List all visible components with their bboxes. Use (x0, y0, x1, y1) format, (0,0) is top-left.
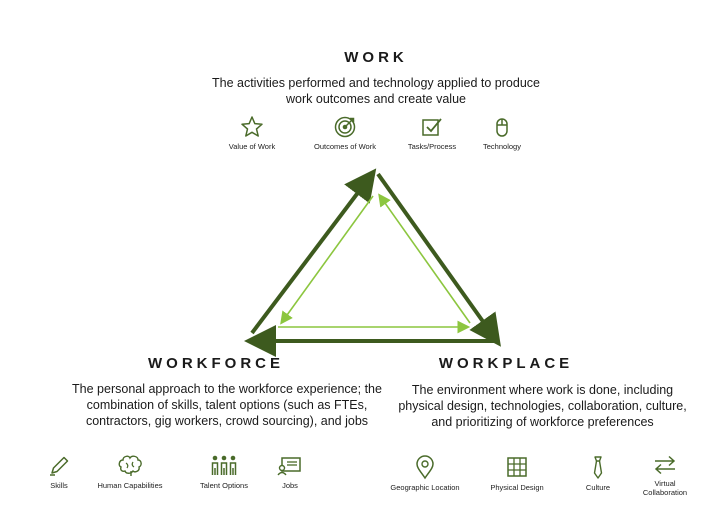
workforce-heading: WORKFORCE (148, 355, 284, 372)
work-heading: WORK (344, 49, 408, 66)
id-card-icon (277, 457, 301, 476)
workforce-description: The personal approach to the workforce e… (72, 382, 382, 428)
workplace-heading: WORKPLACE (438, 355, 574, 372)
swap-arrows-icon (654, 455, 676, 475)
target-icon (334, 116, 356, 138)
workforce-icon-jobs: Jobs (235, 454, 345, 490)
icon-label: Culture (585, 483, 611, 492)
workplace-icon-culture: Culture (543, 454, 653, 492)
workforce-icon-skills: Skills (4, 454, 114, 490)
arrow-work-to-workforce-inner (280, 195, 374, 325)
icon-label: Virtual Collaboration (642, 479, 688, 497)
arrow-workplace-to-work-inner (378, 193, 471, 324)
icon-label: Technology (483, 142, 521, 151)
tie-icon (593, 456, 603, 479)
icon-label: Skills (50, 481, 68, 490)
work-icon-technology: Technology (447, 115, 557, 151)
workplace-icon-geographic-location: Geographic Location (370, 454, 480, 492)
icon-label: Physical Design (490, 483, 544, 492)
workplace-icon-virtual-collaboration: Virtual Collaboration (610, 454, 720, 497)
work-icon-outcomes: Outcomes of Work (290, 115, 400, 151)
icon-label: Human Capabilities (97, 481, 163, 490)
icon-label: Jobs (282, 481, 298, 490)
work-icon-tasks: Tasks/Process (377, 115, 487, 151)
work-icon-value: Value of Work (197, 115, 307, 151)
work-description: The activities performed and technology … (212, 76, 540, 106)
arrow-work-to-workplace (376, 172, 501, 347)
workforce-icon-human-capabilities: Human Capabilities (75, 454, 185, 490)
icon-label: Outcomes of Work (314, 142, 376, 151)
brain-icon (118, 455, 142, 476)
icon-label: Value of Work (228, 142, 276, 151)
grid-icon (507, 457, 527, 477)
arrow-workforce-to-work (250, 168, 377, 335)
map-pin-icon (416, 455, 434, 480)
icon-label: Geographic Location (390, 483, 460, 492)
workforce-icon-talent-options: Talent Options (169, 454, 279, 490)
workplace-description: The environment where work is done, incl… (398, 383, 687, 429)
icon-label: Talent Options (200, 481, 248, 490)
icon-label: Tasks/Process (407, 142, 457, 151)
workplace-icon-physical-design: Physical Design (462, 454, 572, 492)
pencil-icon (50, 456, 69, 476)
mouse-icon (496, 118, 508, 137)
star-icon (241, 116, 263, 137)
checkbox-icon (422, 118, 442, 136)
people-icon (211, 455, 237, 475)
